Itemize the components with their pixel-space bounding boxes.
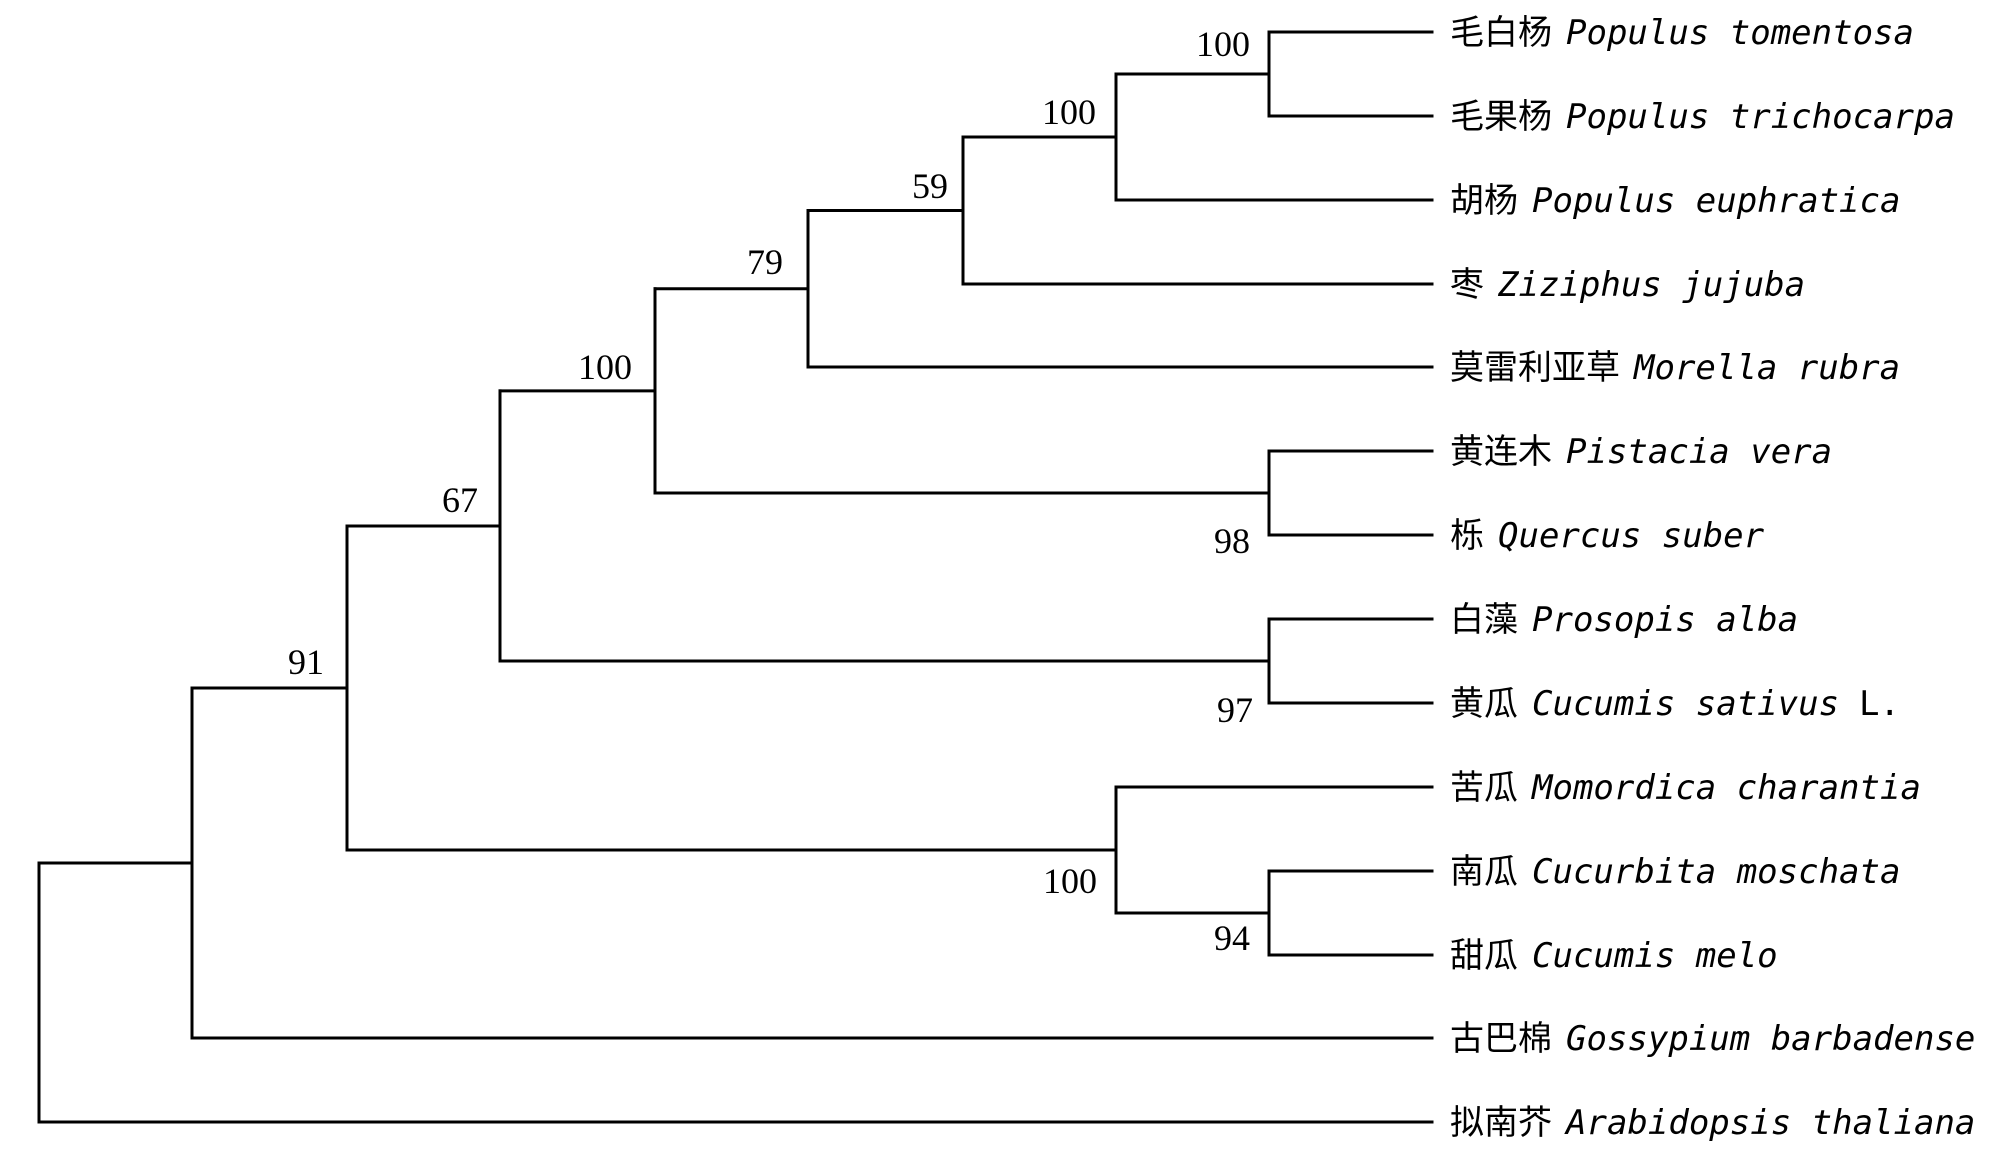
taxon-scientific-name: Morella rubra <box>1633 348 1900 388</box>
taxon-chinese-name: 黄连木 <box>1450 432 1552 472</box>
bootstrap-value: 100 <box>578 347 632 387</box>
bootstrap-value: 94 <box>1214 918 1250 958</box>
taxon-label: 毛果杨 Populus trichocarpa <box>1450 97 1955 137</box>
bootstrap-values: 100 100 59 79 98 100 97 67 94 100 91 <box>288 24 1253 958</box>
taxon-label: 苦瓜 Momordica charantia <box>1450 768 1921 808</box>
taxon-label: 胡杨 Populus euphratica <box>1450 181 1900 221</box>
taxon-scientific-name: Populus tomentosa <box>1566 13 1914 53</box>
taxon-label: 南瓜 Cucurbita moschata <box>1450 852 1900 892</box>
bootstrap-value: 98 <box>1214 521 1250 561</box>
taxon-scientific-name: Prosopis alba <box>1532 600 1798 640</box>
taxon-chinese-name: 枣 <box>1450 265 1484 305</box>
taxon-chinese-name: 胡杨 <box>1450 181 1518 221</box>
taxon-scientific-name: Populus euphratica <box>1532 181 1900 221</box>
taxon-label: 古巴棉 Gossypium barbadense <box>1450 1019 1975 1059</box>
taxon-chinese-name: 毛白杨 <box>1450 13 1552 53</box>
taxon-chinese-name: 莫雷利亚草 <box>1450 348 1620 388</box>
taxon-chinese-name: 苦瓜 <box>1450 768 1518 808</box>
bootstrap-value: 100 <box>1196 24 1250 64</box>
bootstrap-value: 91 <box>288 642 324 682</box>
bootstrap-value: 100 <box>1043 861 1097 901</box>
taxon-scientific-name: Arabidopsis thaliana <box>1564 1103 1975 1143</box>
taxon-chinese-name: 南瓜 <box>1450 852 1518 892</box>
taxon-labels: 毛白杨 Populus tomentosa 毛果杨 Populus trichocar… <box>1450 13 1975 1143</box>
taxon-scientific-name: Cucumis melo <box>1532 936 1778 976</box>
taxon-chinese-name: 白藻 <box>1450 600 1518 640</box>
bootstrap-value: 100 <box>1042 92 1096 132</box>
taxon-scientific-name: Quercus suber <box>1498 516 1765 556</box>
bootstrap-value: 79 <box>747 242 783 282</box>
taxon-scientific-name: Ziziphus jujuba <box>1497 265 1805 305</box>
taxon-label: 拟南芥 Arabidopsis thaliana <box>1450 1103 1975 1143</box>
taxon-label: 黄连木 Pistacia vera <box>1450 432 1832 472</box>
taxon-chinese-name: 栎 <box>1450 516 1484 556</box>
taxon-label: 白藻 Prosopis alba <box>1450 600 1798 640</box>
taxon-label: 栎 Quercus suber <box>1450 516 1765 556</box>
taxon-label: 莫雷利亚草 Morella rubra <box>1450 348 1900 388</box>
taxon-author: L. <box>1859 684 1900 724</box>
tree-branches <box>37 30 1434 1124</box>
taxon-scientific-name: Gossypium barbadense <box>1566 1019 1975 1059</box>
taxon-scientific-name: Pistacia vera <box>1566 432 1832 472</box>
bootstrap-value: 67 <box>442 480 478 520</box>
bootstrap-value: 97 <box>1217 690 1253 730</box>
taxon-label: 黄瓜 Cucumis sativus L. <box>1450 684 1900 724</box>
taxon-chinese-name: 古巴棉 <box>1450 1019 1552 1059</box>
taxon-chinese-name: 黄瓜 <box>1450 684 1518 724</box>
taxon-chinese-name: 拟南芥 <box>1450 1103 1552 1143</box>
taxon-scientific-name: Populus trichocarpa <box>1566 97 1955 137</box>
taxon-label: 毛白杨 Populus tomentosa <box>1450 13 1914 53</box>
taxon-label: 枣 Ziziphus jujuba <box>1450 265 1805 305</box>
taxon-scientific-name: Cucumis sativus <box>1532 684 1839 724</box>
taxon-chinese-name: 甜瓜 <box>1450 936 1518 976</box>
taxon-chinese-name: 毛果杨 <box>1450 97 1552 137</box>
bootstrap-value: 59 <box>912 166 948 206</box>
taxon-scientific-name: Cucurbita moschata <box>1532 852 1900 892</box>
taxon-scientific-name: Momordica charantia <box>1531 768 1921 808</box>
taxon-label: 甜瓜 Cucumis melo <box>1450 936 1778 976</box>
